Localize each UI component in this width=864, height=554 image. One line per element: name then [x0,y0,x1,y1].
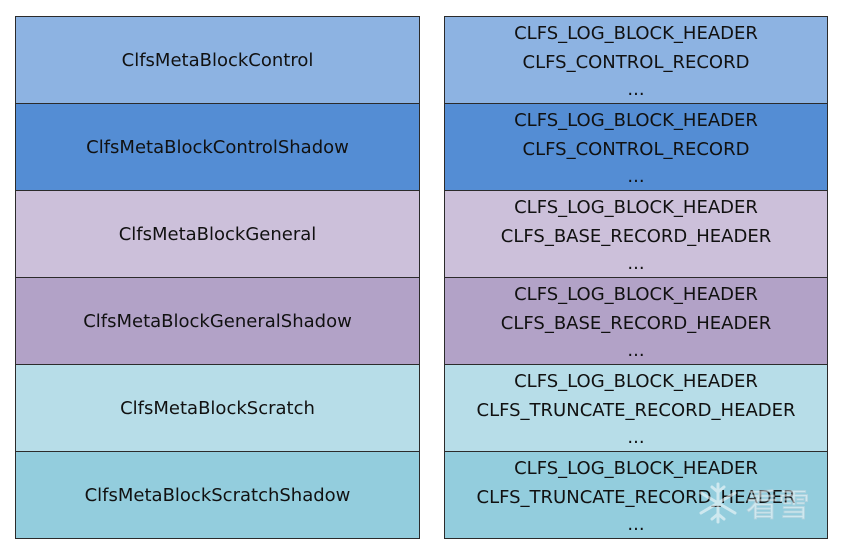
record-line: CLFS_TRUNCATE_RECORD_HEADER [476,400,796,421]
record-line: CLFS_CONTROL_RECORD [522,139,750,160]
metablock-label: ClfsMetaBlockControlShadow [86,136,349,158]
metablock-label: ClfsMetaBlockScratchShadow [84,484,351,506]
ellipsis: ... [627,340,645,361]
metablock-control-shadow: ClfsMetaBlockControlShadow [16,104,419,191]
ellipsis: ... [627,79,645,100]
metablock-general-shadow: ClfsMetaBlockGeneralShadow [16,278,419,365]
metablock-label: ClfsMetaBlockScratch [120,397,315,419]
metablock-label: ClfsMetaBlockGeneralShadow [83,310,352,332]
metablock-control: ClfsMetaBlockControl [16,17,419,104]
general-shadow-structures: CLFS_LOG_BLOCK_HEADER CLFS_BASE_RECORD_H… [445,278,827,365]
metablock-label: ClfsMetaBlockControl [121,49,314,71]
control-shadow-structures: CLFS_LOG_BLOCK_HEADER CLFS_CONTROL_RECOR… [445,104,827,191]
metablock-scratch-shadow: ClfsMetaBlockScratchShadow [16,452,419,538]
watermark-text: 看雪 [746,486,810,524]
metablock-general: ClfsMetaBlockGeneral [16,191,419,278]
log-block-header-line: CLFS_LOG_BLOCK_HEADER [514,197,758,218]
ellipsis: ... [627,166,645,187]
metablock-structure-column: CLFS_LOG_BLOCK_HEADER CLFS_CONTROL_RECOR… [444,16,828,539]
log-block-header-line: CLFS_LOG_BLOCK_HEADER [514,458,758,479]
ellipsis: ... [627,427,645,448]
snowflake-icon [699,482,737,524]
record-line: CLFS_CONTROL_RECORD [522,52,750,73]
watermark-logo: 看雪 [699,482,810,524]
record-line: CLFS_BASE_RECORD_HEADER [500,226,772,247]
control-structures: CLFS_LOG_BLOCK_HEADER CLFS_CONTROL_RECOR… [445,17,827,104]
metablock-scratch: ClfsMetaBlockScratch [16,365,419,452]
general-structures: CLFS_LOG_BLOCK_HEADER CLFS_BASE_RECORD_H… [445,191,827,278]
log-block-header-line: CLFS_LOG_BLOCK_HEADER [514,284,758,305]
log-block-header-line: CLFS_LOG_BLOCK_HEADER [514,371,758,392]
log-block-header-line: CLFS_LOG_BLOCK_HEADER [514,110,758,131]
record-line: CLFS_BASE_RECORD_HEADER [500,313,772,334]
metablock-name-column: ClfsMetaBlockControl ClfsMetaBlockContro… [15,16,420,539]
scratch-shadow-structures: CLFS_LOG_BLOCK_HEADER CLFS_TRUNCATE_RECO… [445,452,827,538]
ellipsis: ... [627,253,645,274]
scratch-structures: CLFS_LOG_BLOCK_HEADER CLFS_TRUNCATE_RECO… [445,365,827,452]
metablock-label: ClfsMetaBlockGeneral [118,223,317,245]
ellipsis: ... [627,514,645,535]
log-block-header-line: CLFS_LOG_BLOCK_HEADER [514,23,758,44]
